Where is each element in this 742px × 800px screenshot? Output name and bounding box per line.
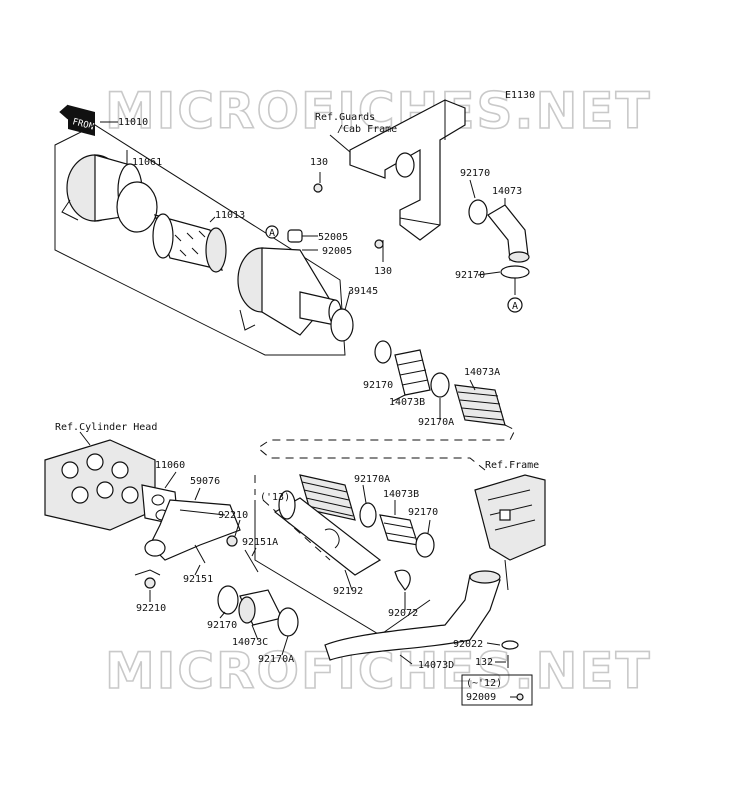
duct-14073D [324,570,501,661]
label-39145: 39145 [348,286,378,297]
clamp-92170A-low [277,607,299,637]
label-92151: 92151 [183,574,213,585]
label-92170A-13: 92170A [354,474,390,485]
callout-a-left-label: A [269,228,275,239]
label-132: 132 [475,657,493,668]
ref-guards: Ref.Guards [315,112,375,123]
note-box-to-12 [461,674,533,706]
label-11060: 11060 [155,460,185,471]
label-52005: 52005 [318,232,348,243]
bolt-130-upper [313,183,323,193]
callout-a-right-label: A [512,301,518,312]
callout-a-left [265,225,279,239]
cab-frame-bracket [329,99,466,241]
air-cleaner-group: A [54,121,384,356]
group-13-bracket [254,500,431,636]
washer-92022 [501,640,519,650]
callout-a-right [507,297,523,313]
clamp-92170-top [468,199,488,225]
label-14073B: 14073B [389,397,425,408]
label-92009: 92009 [466,692,496,703]
seal-39145 [330,308,354,342]
label-92022: 92022 [453,639,483,650]
label-92005: 92005 [322,246,352,257]
bolt-130-lower [374,239,384,249]
label-14073C: 14073C [232,637,268,648]
clamp-92170-low [217,585,239,615]
bellows-14073A [454,384,506,426]
label-11061: 11061 [132,157,162,168]
year-note-13: ('13) [260,492,290,503]
clamp-92170-13 [415,532,435,558]
watermark-top: MICROFICHES.NET [105,82,652,140]
front-arrow-icon: FRONT [59,104,101,136]
cover-92192 [273,490,382,576]
nut-92210-lower [144,577,156,589]
label-92170-top: 92170 [460,168,490,179]
clamp-92170A-13 [359,502,377,528]
label-92170-low: 92170 [207,620,237,631]
duct-14073 [487,204,530,263]
filter-element [152,213,227,273]
year-note-to-12: (~'12) [466,678,502,689]
valve-52005 [287,229,318,243]
label-92192: 92192 [333,586,363,597]
cylinder-head [44,431,156,531]
label-14073D: 14073D [418,660,454,671]
label-92210-lower: 92210 [136,603,166,614]
clamp-92170-duct [374,340,392,364]
nut-92210-upper [226,535,238,547]
clamp-92170A-duct [430,372,450,398]
label-92170-13: 92170 [408,507,438,518]
label-14073: 14073 [492,186,522,197]
label-11010: 11010 [118,117,148,128]
ring-seal [116,181,158,233]
clamp-92170-mid [500,265,530,279]
bolt-92151A [244,549,259,573]
diagram-code: E1130 [505,90,535,101]
label-11013: 11013 [215,210,245,221]
label-59076: 59076 [190,476,220,487]
bolt-92151 [194,544,206,564]
cleaner-housing [237,247,342,336]
label-92151A: 92151A [242,537,278,548]
label-92210-upper: 92210 [218,510,248,521]
label-92170A: 92170A [418,417,454,428]
label-92170-duct: 92170 [363,380,393,391]
boot-14073B-13 [379,514,419,546]
assembly-path-dashed [257,424,516,471]
label-14073A: 14073A [464,367,500,378]
hose-14073C [238,589,283,626]
ref-frame: Ref.Frame [485,460,539,471]
label-92170A-low: 92170A [258,654,294,665]
ref-cylinder-head: Ref.Cylinder Head [55,422,157,433]
label-130-lower: 130 [374,266,392,277]
label-14073B-13: 14073B [383,489,419,500]
frame-section [474,474,546,591]
label-130-upper: 130 [310,157,328,168]
boot-14073B [394,349,431,396]
band-92072 [394,569,411,591]
manifold-59076 [144,499,241,561]
label-92072: 92072 [388,608,418,619]
screw-92009 [516,693,524,701]
label-92170-mid: 92170 [455,270,485,281]
ref-cab-frame: /Cab Frame [337,124,397,135]
